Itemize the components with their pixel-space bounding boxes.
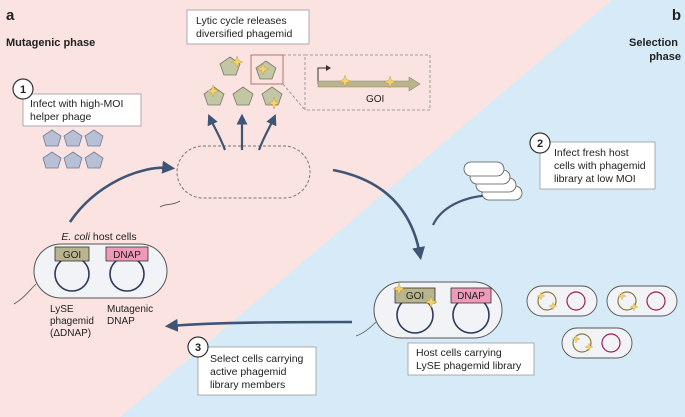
mutation-star-icon <box>392 282 406 296</box>
library-host-cell: GOI DNAP Host cells carrying LySE phagem… <box>355 281 535 376</box>
helper-phage-pentagon <box>63 129 83 147</box>
svg-text:Mutagenic DNAP: Mutagenic DNAP <box>107 304 156 327</box>
released-phagemids <box>203 54 284 110</box>
helper-phage-pentagon <box>84 151 104 169</box>
host-cell-title-italic: E. coli <box>61 231 90 243</box>
mutation-star-icon <box>267 96 281 110</box>
step-3-label: 3 Select cells carrying active phagemid … <box>187 336 317 396</box>
mutation-star-icon <box>548 301 558 311</box>
panel-b-title-line2: phase <box>649 51 681 63</box>
step-3-line2: active phagemid <box>210 366 287 378</box>
goi-box <box>54 246 90 262</box>
lyse-phagemid-line3: (ΔDNAP) <box>50 328 91 339</box>
svg-text:Infect with high-MOI hel: Infect with high-MOI helper phage <box>30 98 126 123</box>
cycle-arrow-infect <box>68 160 176 223</box>
step-3-badge <box>187 336 209 358</box>
panel-b-title: Selection phase <box>629 37 681 63</box>
step-1-line2: helper phage <box>30 111 91 123</box>
mutagenic-dnap-line2: DNAP <box>107 316 135 327</box>
panel-b-title-line1: Selection <box>629 37 678 49</box>
phagemid-pentagon <box>232 86 254 106</box>
mutagenic-dnap-line1: Mutagenic <box>107 304 153 315</box>
goi-inset-label: GOI <box>366 94 384 105</box>
lysing-cell <box>159 145 311 208</box>
helper-phage-pentagon <box>63 151 83 169</box>
mutation-star-icon <box>571 334 581 344</box>
ecoli-host-cell: E. coli host cells GOI DNAP LySE phagemi… <box>13 231 168 339</box>
host-cell-title-rest: host cells <box>90 231 137 243</box>
phagemid-highlight-box <box>250 54 284 85</box>
small-library-cells <box>526 285 678 359</box>
goi-gene-arrow <box>317 76 421 92</box>
library-caption-line2: LySE phagemid library <box>416 360 522 372</box>
library-dnap-box <box>450 287 492 304</box>
library-caption-line1: Host cells carrying <box>416 347 502 359</box>
release-arrow <box>257 113 277 151</box>
lyse-phagemid-line1: LySE <box>50 304 74 315</box>
step-1-number: 1 <box>20 84 26 96</box>
panel-a-title: Mutagenic phase <box>6 37 95 49</box>
step-2-label: 2 Infect fresh host cells with phagemid … <box>529 132 656 190</box>
lytic-cycle-label: Lytic cycle releases diversified phagemi… <box>186 9 310 45</box>
phagemid-pentagon <box>261 86 283 106</box>
library-goi-box <box>394 287 436 304</box>
helper-phages <box>42 129 104 169</box>
lyse-phagemid-line2: phagemid <box>50 316 94 327</box>
svg-text:Select cells carrying ac: Select cells carrying active phagemid li… <box>210 353 306 391</box>
svg-text:LySE phagemid (ΔDN: LySE phagemid (ΔDNAP) <box>50 304 97 339</box>
step-2-number: 2 <box>537 138 543 150</box>
panel-a-letter: a <box>6 7 15 24</box>
mutation-star-icon <box>629 302 639 312</box>
lytic-cycle-line1: Lytic cycle releases <box>196 15 287 27</box>
mutation-star-icon <box>617 291 627 301</box>
mutation-star-icon <box>536 291 546 301</box>
step-3-line1: Select cells carrying <box>210 353 304 365</box>
lytic-cycle-line2: diversified phagemid <box>196 28 292 40</box>
step-3-line3: library members <box>210 379 285 391</box>
step-2-line1: Infect fresh host <box>554 147 629 159</box>
library-dnap-label: DNAP <box>457 291 485 302</box>
svg-text:Host cells carrying LySE: Host cells carrying LySE phagemid librar… <box>416 347 522 372</box>
release-arrow <box>207 113 227 151</box>
svg-text:Lytic cycle releases div: Lytic cycle releases diversified phagemi… <box>196 15 292 40</box>
dnap-box-label: DNAP <box>113 250 141 261</box>
mutation-star-icon <box>206 84 220 98</box>
mutation-star-icon <box>338 74 352 88</box>
step-2-line3: library at low MOI <box>554 173 636 185</box>
cycle-arrow-to-selection <box>332 168 426 261</box>
goi-box-label: GOI <box>63 250 81 261</box>
mutation-star-icon <box>256 62 270 76</box>
step-3-number: 3 <box>195 342 201 354</box>
mutation-star-icon <box>230 55 244 69</box>
step-2-line2: cells with phagemid <box>554 160 646 172</box>
panel-b-letter: b <box>672 7 681 24</box>
host-cell-title: E. coli host cells <box>61 231 136 243</box>
promoter-arrow-icon <box>317 67 328 84</box>
helper-phage-pentagon <box>84 129 104 147</box>
step-1-label: 1 Infect with high-MOI helper phage <box>12 78 142 127</box>
dnap-box <box>105 246 149 262</box>
goi-inset: GOI <box>282 54 431 111</box>
mutation-star-icon <box>383 75 397 89</box>
helper-phage-pentagon <box>42 129 62 147</box>
svg-text:Infect fresh host cells: Infect fresh host cells with phagemid li… <box>554 147 649 185</box>
phagemid-library-particles <box>463 161 523 201</box>
library-goi-label: GOI <box>406 291 424 302</box>
mutation-star-icon <box>424 295 438 309</box>
step-2-badge <box>529 132 551 154</box>
step-1-badge <box>12 78 34 100</box>
cycle-arrow-select <box>164 318 353 332</box>
mutation-star-icon <box>584 342 594 352</box>
step-1-line1: Infect with high-MOI <box>30 98 123 110</box>
helper-phage-pentagon <box>42 151 62 169</box>
